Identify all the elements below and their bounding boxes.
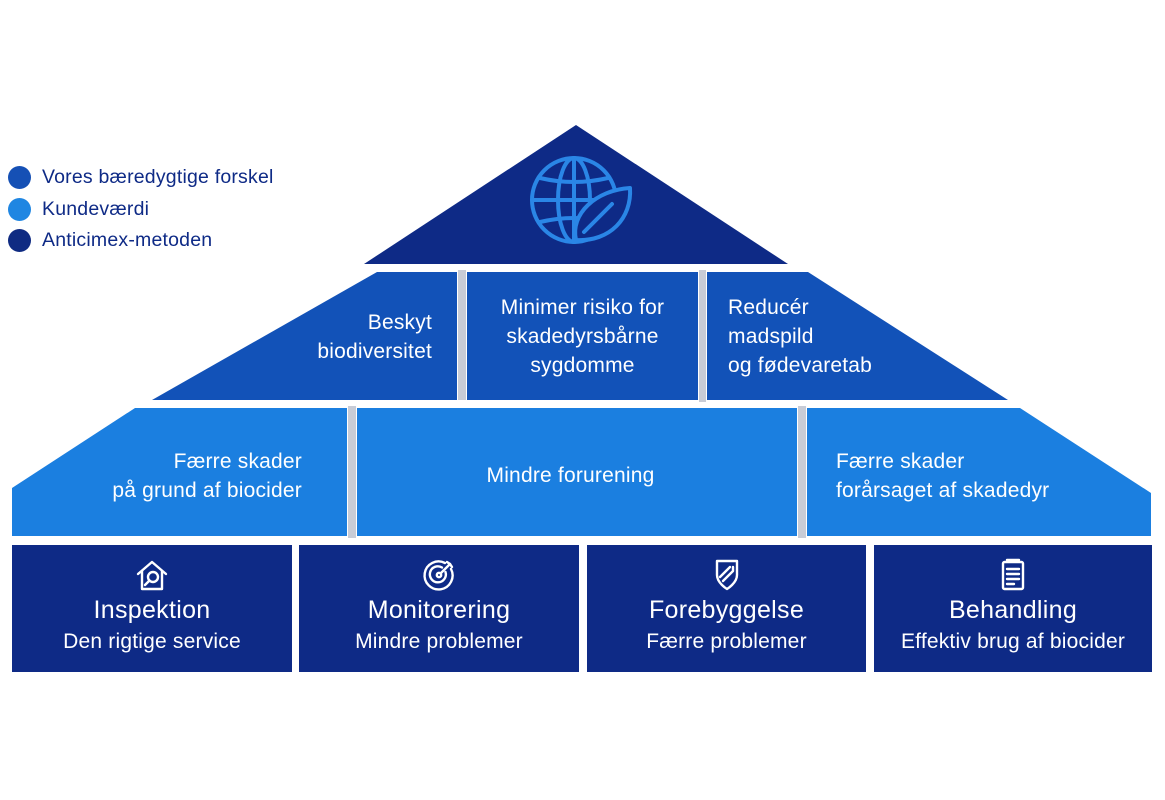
method-title: Behandling <box>948 596 1078 624</box>
sustainable-text-right: Reducér madspild og fødevaretab <box>728 296 873 377</box>
method-title: Forebyggelse <box>648 596 805 624</box>
method-panel-behandling <box>874 545 1152 672</box>
legend: Vores bæredygtige forskel Kundeværdi Ant… <box>8 162 274 257</box>
legend-dot <box>8 197 31 221</box>
customer-panel-right <box>807 408 1151 536</box>
method-subtitle: Færre problemer <box>646 630 807 653</box>
target-icon <box>423 560 454 591</box>
sustainable-text-center: Minimer risiko for skadedyrsbårne sygdom… <box>500 296 665 377</box>
globe-leaf-icon <box>530 156 633 244</box>
method-subtitle: Effektiv brug af biocider <box>900 630 1126 653</box>
customer-panel-left <box>12 408 347 536</box>
legend-label: Vores bæredygtige forskel <box>42 166 274 189</box>
method-block-forebyggelse: Forebyggelse Færre problemer <box>587 545 866 672</box>
legend-item: Vores bæredygtige forskel <box>8 162 274 194</box>
sustainable-panel-center <box>467 272 698 400</box>
customer-text-center: Mindre forurening <box>486 464 655 487</box>
legend-label: Anticimex-metoden <box>42 229 213 252</box>
separator <box>699 270 706 402</box>
method-subtitle: Den rigtige service <box>63 630 241 653</box>
legend-dot <box>8 229 31 253</box>
separator <box>348 406 356 538</box>
method-title: Inspektion <box>93 596 211 624</box>
method-block-monitorering: Monitorering Mindre problemer <box>299 545 579 672</box>
separator <box>798 406 806 538</box>
method-panel-inspektion <box>12 545 292 672</box>
separator <box>458 270 466 400</box>
customer-panel-center <box>357 408 797 536</box>
legend-label: Kundeværdi <box>42 197 150 220</box>
method-block-inspektion: Inspektion Den rigtige service <box>12 545 292 672</box>
document-icon <box>1001 558 1025 591</box>
legend-item: Anticimex-metoden <box>8 225 274 257</box>
customer-text-right: Færre skader forårsaget af skadedyr <box>836 450 1050 502</box>
customer-text-left: Færre skader på grund af biocider <box>112 450 302 502</box>
sustainable-panel-left <box>152 272 457 400</box>
method-block-behandling: Behandling Effektiv brug af biocider <box>874 545 1152 672</box>
sustainable-panel-right <box>707 272 1008 400</box>
shield-tag-icon <box>715 559 738 591</box>
legend-dot <box>8 166 31 190</box>
method-title: Monitorering <box>367 596 511 624</box>
method-panel-forebyggelse <box>587 545 866 672</box>
sustainable-text-left: Beskyt biodiversitet <box>317 311 432 363</box>
legend-item: Kundeværdi <box>8 194 274 226</box>
method-subtitle: Mindre problemer <box>355 630 523 653</box>
house-search-icon <box>136 560 168 591</box>
